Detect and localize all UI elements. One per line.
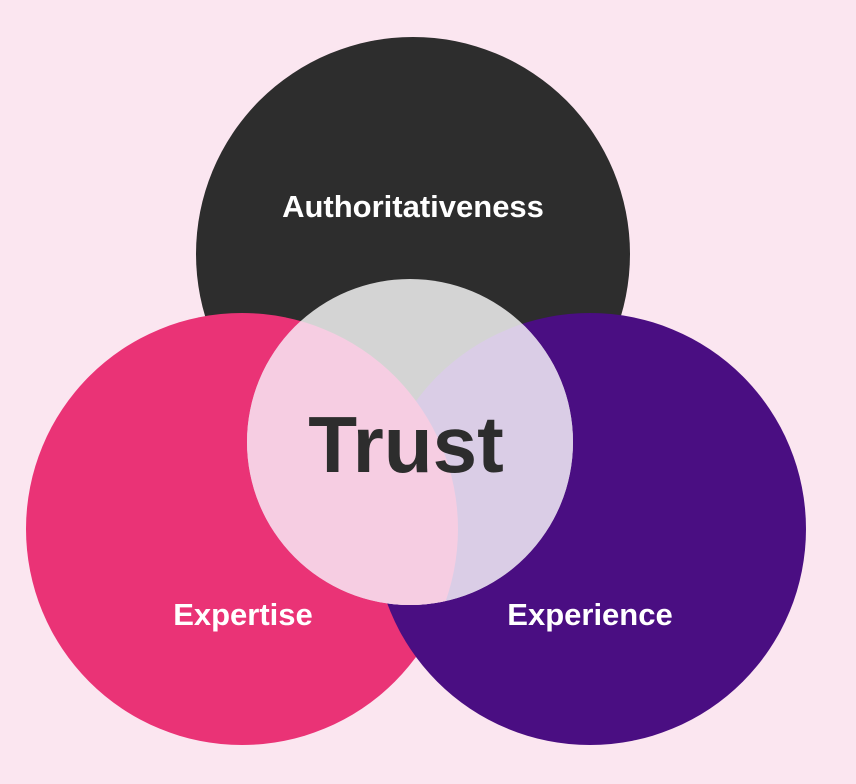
trust-expertise-overlap <box>247 313 458 605</box>
expertise-label: Expertise <box>173 597 313 632</box>
experience-label: Experience <box>507 597 672 632</box>
trust-experience-overlap <box>374 313 573 605</box>
authoritativeness-label: Authoritativeness <box>282 189 544 224</box>
trust-label: Trust <box>308 400 504 489</box>
trust-circle <box>247 279 573 605</box>
